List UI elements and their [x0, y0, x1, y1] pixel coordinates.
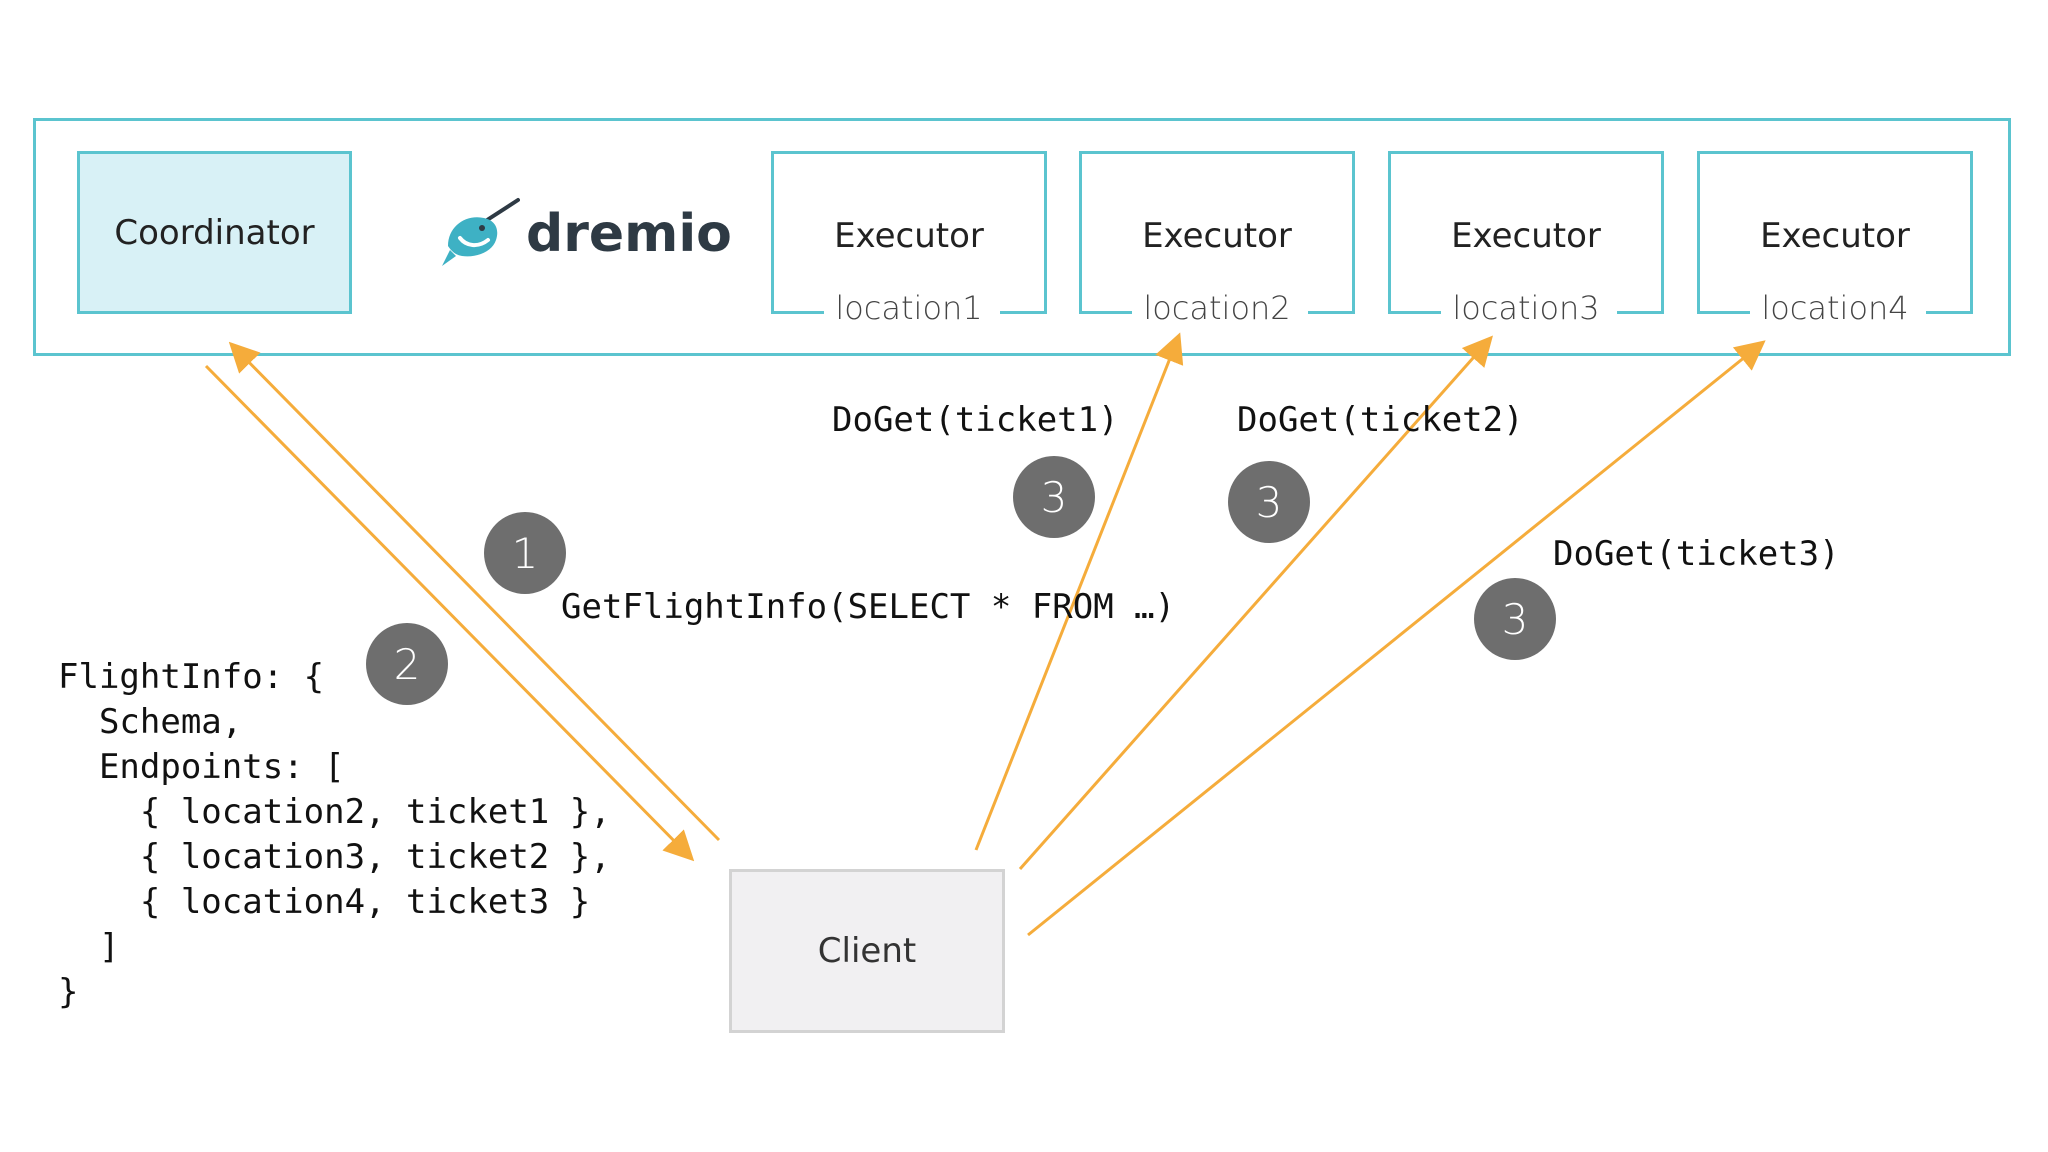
flightinfo-code-block: FlightInfo: { Schema, Endpoints: [ { loc… — [58, 655, 611, 1015]
narwhal-icon — [442, 198, 520, 266]
flightinfo-line: Schema, — [58, 702, 243, 742]
arrow-doget-ticket3 — [1027, 340, 1766, 937]
step-1-badge: 1 — [484, 512, 566, 594]
arrow-getflightinfo-request — [228, 341, 721, 842]
executor-node-1: Executor location1 — [771, 151, 1047, 327]
executor-location: location4 — [1761, 289, 1909, 327]
executor-node-3: Executor location3 — [1388, 151, 1664, 327]
arrow-doget-ticket2 — [1018, 335, 1493, 870]
executor-label: Executor — [834, 216, 984, 256]
flightinfo-line: { location3, ticket2 }, — [58, 837, 611, 877]
executor-location: location3 — [1452, 289, 1600, 327]
dremio-logo-text: dremio — [526, 204, 732, 264]
flightinfo-line: { location2, ticket1 }, — [58, 792, 611, 832]
step-3-badge: 3 — [1228, 461, 1310, 543]
flightinfo-line: ] — [58, 927, 120, 967]
executor-label: Executor — [1142, 216, 1292, 256]
doget-ticket3-label: DoGet(ticket3) — [1553, 534, 1840, 574]
doget-ticket1-label: DoGet(ticket1) — [832, 400, 1119, 440]
executor-node-4: Executor location4 — [1697, 151, 1973, 327]
executor-node-2: Executor location2 — [1079, 151, 1355, 327]
flightinfo-line: Endpoints: [ — [58, 747, 345, 787]
coordinator-label: Coordinator — [114, 212, 315, 253]
arrow-doget-ticket1 — [974, 332, 1184, 851]
arrow-flightinfo-response — [204, 364, 695, 862]
step-2-badge: 2 — [366, 623, 448, 705]
flightinfo-line: { location4, ticket3 } — [58, 882, 591, 922]
getflightinfo-label: GetFlightInfo(SELECT * FROM …) — [561, 587, 1176, 627]
dremio-logo: dremio — [440, 196, 732, 272]
step-3-badge: 3 — [1474, 578, 1556, 660]
doget-ticket2-label: DoGet(ticket2) — [1237, 400, 1524, 440]
step-3-badge: 3 — [1013, 456, 1095, 538]
executor-label: Executor — [1760, 216, 1910, 256]
dremio-cluster-boundary — [33, 118, 2011, 356]
flightinfo-line: FlightInfo: { — [58, 657, 325, 697]
executor-location: location1 — [835, 289, 983, 327]
executor-label: Executor — [1451, 216, 1601, 256]
client-label: Client — [817, 931, 917, 971]
flightinfo-line: } — [58, 972, 79, 1012]
client-node: Client — [729, 869, 1005, 1033]
executor-location: location2 — [1143, 289, 1291, 327]
coordinator-node: Coordinator — [77, 151, 352, 314]
